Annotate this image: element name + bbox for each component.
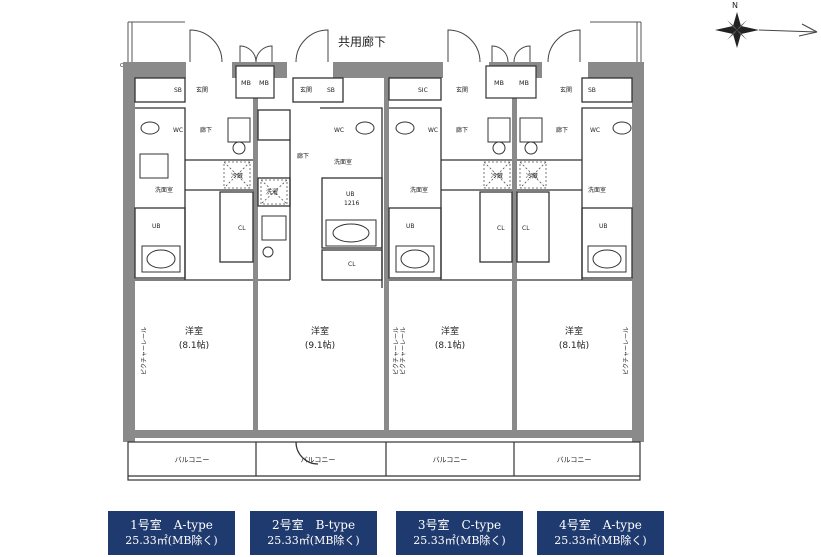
unit-badge: 1号室 A-type 25.33㎡(MB除く) xyxy=(108,511,235,555)
room-size: (8.1帖) xyxy=(435,339,465,351)
entrance-label: 玄関 xyxy=(560,86,572,94)
hall-label: 廊下 xyxy=(456,126,468,134)
balcony xyxy=(127,441,641,481)
room-size: (8.1帖) xyxy=(179,339,209,351)
ub-label: UB xyxy=(346,191,355,198)
unit-area: 25.33㎡(MB除く) xyxy=(125,534,218,547)
picture-rail-label: ピクチャーレール xyxy=(623,327,630,375)
washroom-label: 洗面室 xyxy=(155,186,173,194)
room-name: 洋室 xyxy=(441,325,459,337)
corridor-lines xyxy=(127,21,642,62)
unit-title: 4号室 A-type xyxy=(559,518,642,532)
mb-boxes xyxy=(235,65,537,99)
wc-label: WC xyxy=(334,127,344,134)
ub-label: UB xyxy=(406,223,415,230)
hall-label: 廊下 xyxy=(200,126,212,134)
mb-label: MB xyxy=(241,79,251,87)
sb-label: SB xyxy=(327,87,335,94)
balcony-label: バルコニー xyxy=(557,456,592,464)
mb-label: MB xyxy=(259,79,269,87)
picture-rail-label: ピクチャーレール xyxy=(141,327,148,375)
hall-label: 廊下 xyxy=(297,152,309,160)
sb-label: SB xyxy=(588,87,596,94)
party-walls xyxy=(253,78,517,430)
washroom-label: 洗面室 xyxy=(410,186,428,194)
unit-title: 2号室 B-type xyxy=(271,518,356,532)
fridge-label: 冷蔵 xyxy=(491,172,503,180)
ub-size-label: 1216 xyxy=(344,200,359,207)
room-name: 洋室 xyxy=(185,325,203,337)
entrance-label: 玄関 xyxy=(456,86,468,94)
unit-title: 3号室 C-type xyxy=(417,518,502,532)
balcony-labels: バルコニー バルコニー バルコニー バルコニー xyxy=(175,456,592,464)
corridor-label: 共用廊下 xyxy=(338,34,386,49)
wc-label: WC xyxy=(428,127,438,134)
floor-plan: 共用廊下 OH N MB xyxy=(120,1,818,481)
ub-label: UB xyxy=(599,223,608,230)
cl-label: CL xyxy=(348,261,356,268)
fridge-label: 冷蔵 xyxy=(526,172,538,180)
washer-label: 洗濯 xyxy=(266,188,278,196)
balcony-label: バルコニー xyxy=(433,456,468,464)
unit-area: 25.33㎡(MB除く) xyxy=(554,534,647,547)
sb-label: SB xyxy=(174,87,182,94)
unit-title: 1号室 A-type xyxy=(130,518,213,532)
hall-label: 廊下 xyxy=(556,126,568,134)
mb-label: MB xyxy=(519,79,529,87)
room-name: 洋室 xyxy=(311,325,329,337)
ub-label: UB xyxy=(152,223,161,230)
partitions xyxy=(134,77,633,288)
washroom-label: 洗面室 xyxy=(588,186,606,194)
cl-label: CL xyxy=(238,225,246,232)
room-name: 洋室 xyxy=(565,325,583,337)
compass-icon xyxy=(715,12,818,48)
cl-label: CL xyxy=(522,225,530,232)
room-size: (9.1帖) xyxy=(305,339,335,351)
entry-gaps xyxy=(186,62,588,78)
unit-area: 25.33㎡(MB除く) xyxy=(267,534,360,547)
wc-label: WC xyxy=(173,127,183,134)
entrance-label: 玄関 xyxy=(300,86,312,94)
unit-badge: 4号室 A-type 25.33㎡(MB除く) xyxy=(537,511,664,555)
unit-badge: 3号室 C-type 25.33㎡(MB除く) xyxy=(396,511,523,555)
unit-area: 25.33㎡(MB除く) xyxy=(413,534,506,547)
entrance-label: 玄関 xyxy=(196,86,208,94)
picture-rail-label: ピクチャーレール xyxy=(393,327,400,375)
fridge-label: 冷蔵 xyxy=(231,172,243,180)
north-label: N xyxy=(732,1,738,10)
room-size: (8.1帖) xyxy=(559,339,589,351)
picture-rails: ピクチャーレール ピクチャーレール ピクチャーレール ピクチャーレール xyxy=(141,327,630,375)
balcony-label: バルコニー xyxy=(175,456,210,464)
door-swings xyxy=(189,29,581,63)
washroom-label: 洗面室 xyxy=(334,158,352,166)
sic-label: SIC xyxy=(418,87,428,94)
unit-badge: 2号室 B-type 25.33㎡(MB除く) xyxy=(250,511,377,555)
small-labels: SB 玄関 WC 廊下 洗面室 UB CL 冷蔵 玄関 SB WC 廊下 洗面室… xyxy=(152,86,608,268)
wc-label: WC xyxy=(590,127,600,134)
room-labels: 洋室 (8.1帖) 洋室 (9.1帖) 洋室 (8.1帖) 洋室 (8.1帖) xyxy=(179,325,589,351)
picture-rail-label: ピクチャーレール xyxy=(400,327,407,375)
mb-label: MB xyxy=(494,79,504,87)
balcony-label: バルコニー xyxy=(301,456,336,464)
appliance-spaces xyxy=(223,161,547,205)
fixtures xyxy=(139,117,632,273)
cl-label: CL xyxy=(497,225,505,232)
